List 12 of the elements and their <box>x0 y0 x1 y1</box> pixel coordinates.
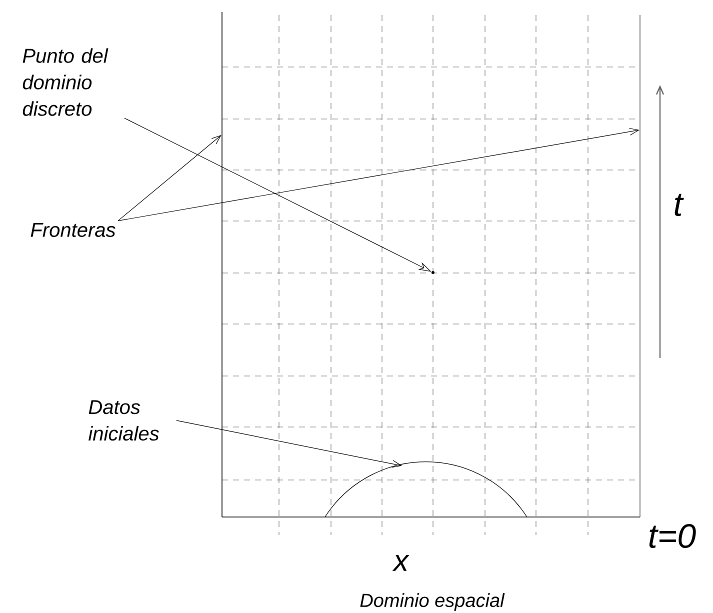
grid-point <box>432 271 434 274</box>
axis-caption: Dominio espacial <box>360 593 505 611</box>
axis-label: t <box>674 194 684 216</box>
axis-label: t=0 <box>649 524 696 548</box>
annotation-text: Fronteras <box>30 223 116 237</box>
leader-arrow <box>118 135 222 222</box>
axis-label: x <box>392 555 410 571</box>
leader-arrow <box>118 128 640 222</box>
annotation-text: Punto del dominio discreto <box>22 48 108 116</box>
leader-arrow <box>176 420 402 468</box>
initial-data-curve <box>324 462 528 518</box>
annotation-text: Datos iniciales <box>88 400 159 441</box>
